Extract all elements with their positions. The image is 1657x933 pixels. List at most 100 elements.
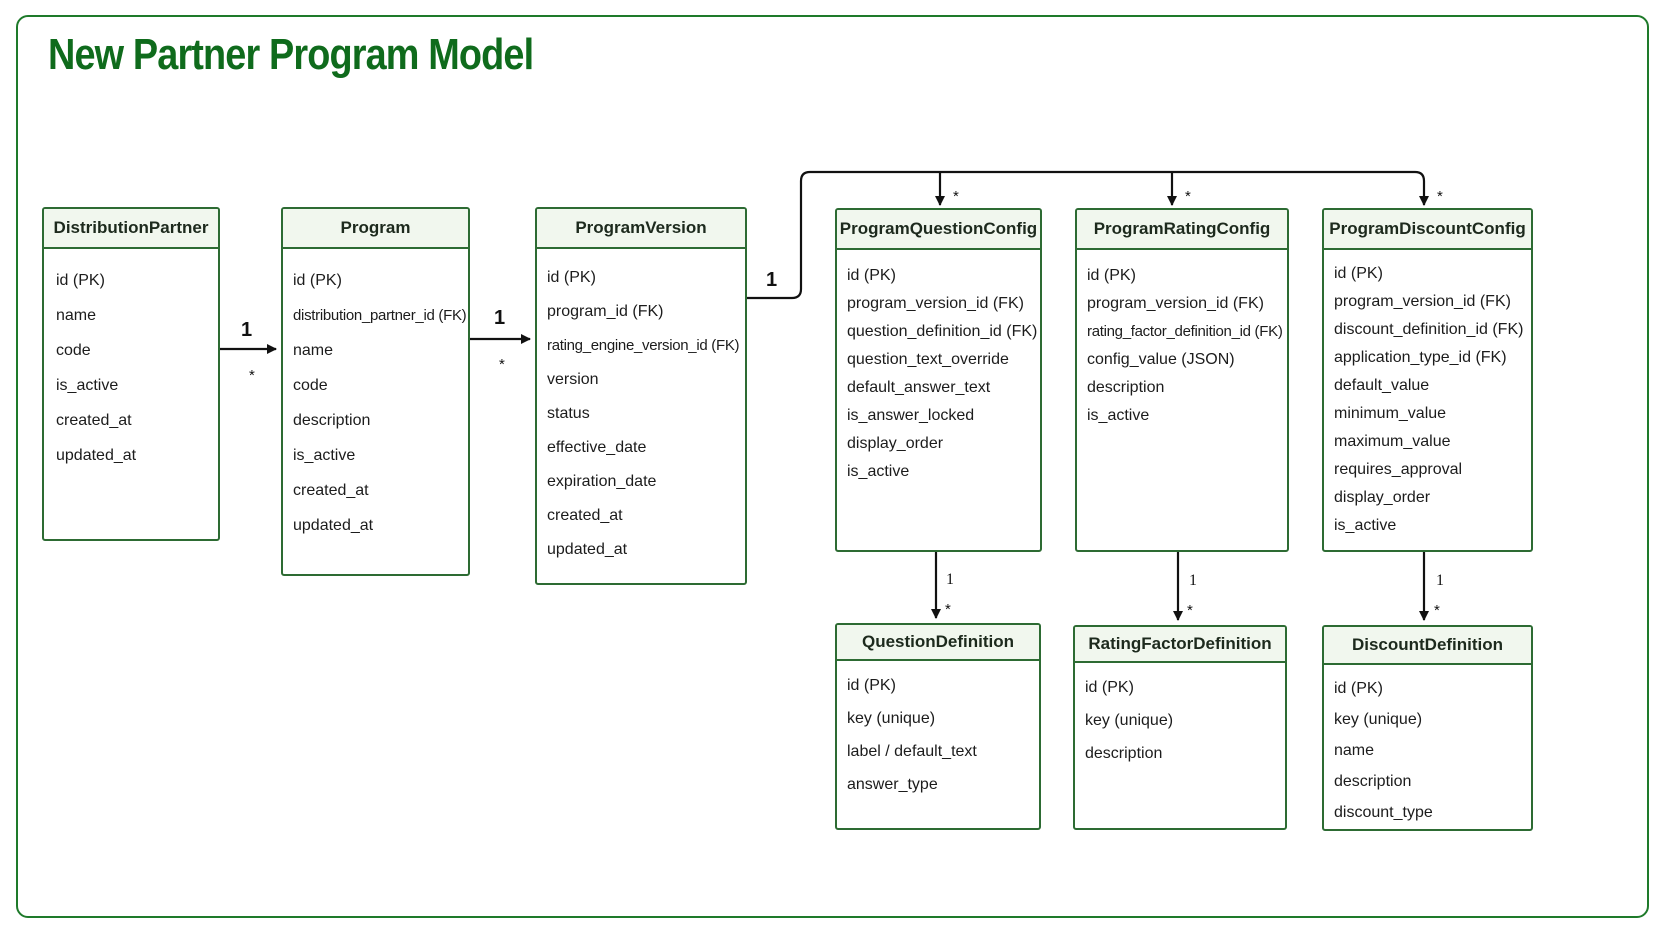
field: id (PK): [293, 272, 342, 289]
entity-name: DistributionPartner: [44, 209, 218, 249]
question-config-many-label: *: [953, 188, 959, 205]
discount-definition-many-label: *: [1434, 602, 1440, 619]
entity-program-version[interactable]: ProgramVersion id (PK) program_id (FK) r…: [535, 207, 747, 585]
field: rating_factor_definition_id (FK): [1087, 323, 1283, 340]
field: question_text_override: [847, 351, 1009, 368]
program-version-many-label: *: [499, 356, 505, 373]
field: description: [1087, 379, 1165, 396]
field-list: id (PK) key (unique) description: [1075, 671, 1285, 770]
field: id (PK): [56, 272, 105, 289]
field: default_value: [1334, 377, 1430, 394]
field: id (PK): [847, 267, 896, 284]
field: key (unique): [847, 710, 936, 727]
rating-definition-one-label: 1: [1189, 572, 1197, 589]
entity-program-question-config[interactable]: ProgramQuestionConfig id (PK) program_ve…: [835, 208, 1042, 552]
entity-question-definition[interactable]: QuestionDefinition id (PK) key (unique) …: [835, 623, 1041, 830]
field: rating_engine_version_id (FK): [547, 337, 740, 354]
field-list: id (PK) name code is_active created_at u…: [44, 263, 218, 473]
field: id (PK): [547, 269, 596, 286]
entity-program-rating-config[interactable]: ProgramRatingConfig id (PK) program_vers…: [1075, 208, 1289, 552]
field: question_definition_id (FK): [847, 323, 1038, 340]
field: key (unique): [1085, 712, 1174, 729]
entity-name: ProgramDiscountConfig: [1324, 210, 1531, 250]
field: id (PK): [1085, 679, 1134, 696]
entity-name: ProgramRatingConfig: [1077, 210, 1287, 250]
field: is_active: [1087, 407, 1150, 424]
field: expiration_date: [547, 473, 657, 490]
field: discount_type: [1334, 804, 1433, 821]
dp-program-many-label: *: [249, 367, 255, 384]
field-list: id (PK) program_version_id (FK) rating_f…: [1077, 262, 1287, 430]
field: id (PK): [847, 677, 896, 694]
entity-discount-definition[interactable]: DiscountDefinition id (PK) key (unique) …: [1322, 625, 1533, 831]
rating-config-many-label: *: [1185, 188, 1191, 205]
field-list: id (PK) distribution_partner_id (FK) nam…: [283, 263, 468, 543]
field: key (unique): [1334, 711, 1423, 728]
field: created_at: [547, 507, 623, 524]
field: updated_at: [56, 447, 137, 464]
entity-name: RatingFactorDefinition: [1075, 627, 1285, 663]
field: updated_at: [293, 517, 374, 534]
entity-name: Program: [283, 209, 468, 249]
field: description: [1085, 745, 1163, 762]
connector-version-configs: [747, 170, 1429, 300]
rating-definition-many-label: *: [1187, 602, 1193, 619]
field-list: id (PK) program_id (FK) rating_engine_ve…: [537, 261, 745, 567]
dp-program-one-label: 1: [241, 319, 252, 341]
field: answer_type: [847, 776, 938, 793]
field: description: [1334, 773, 1412, 790]
entity-distribution-partner[interactable]: DistributionPartner id (PK) name code is…: [42, 207, 220, 541]
field: is_active: [56, 377, 119, 394]
field: discount_definition_id (FK): [1334, 321, 1524, 338]
field: name: [1334, 742, 1375, 759]
field: distribution_partner_id (FK): [293, 307, 467, 324]
field: program_version_id (FK): [847, 295, 1024, 312]
entity-name: DiscountDefinition: [1324, 627, 1531, 665]
field: name: [293, 342, 334, 359]
field: maximum_value: [1334, 433, 1451, 450]
field: status: [547, 405, 590, 422]
field: is_answer_locked: [847, 407, 975, 424]
entity-name: ProgramVersion: [537, 209, 745, 249]
discount-config-many-label: *: [1437, 188, 1443, 205]
field: updated_at: [547, 541, 628, 558]
field: is_active: [293, 447, 356, 464]
field: name: [56, 307, 97, 324]
field-list: id (PK) key (unique) name description di…: [1324, 673, 1531, 828]
field: version: [547, 371, 599, 388]
question-definition-many-label: *: [945, 601, 951, 618]
field: id (PK): [1087, 267, 1136, 284]
diagram-frame: [16, 15, 1649, 918]
field: display_order: [847, 435, 944, 452]
field: is_active: [1334, 517, 1397, 534]
field: created_at: [56, 412, 132, 429]
version-configs-one-label: 1: [766, 269, 777, 291]
field-list: id (PK) key (unique) label / default_tex…: [837, 669, 1039, 801]
field: config_value (JSON): [1087, 351, 1235, 368]
program-version-one-label: 1: [494, 307, 505, 329]
field: label / default_text: [847, 743, 977, 760]
field: application_type_id (FK): [1334, 349, 1507, 366]
entity-name: ProgramQuestionConfig: [837, 210, 1040, 250]
field: description: [293, 412, 371, 429]
field: program_version_id (FK): [1334, 293, 1511, 310]
entity-name: QuestionDefinition: [837, 625, 1039, 661]
field: requires_approval: [1334, 461, 1463, 478]
field: default_answer_text: [847, 379, 991, 396]
field: created_at: [293, 482, 369, 499]
field: program_id (FK): [547, 303, 664, 320]
field: id (PK): [1334, 680, 1383, 697]
field: is_active: [847, 463, 910, 480]
entity-rating-factor-definition[interactable]: RatingFactorDefinition id (PK) key (uniq…: [1073, 625, 1287, 830]
field: code: [293, 377, 328, 394]
entity-program-discount-config[interactable]: ProgramDiscountConfig id (PK) program_ve…: [1322, 208, 1533, 552]
field: effective_date: [547, 439, 647, 456]
field: program_version_id (FK): [1087, 295, 1264, 312]
field: id (PK): [1334, 265, 1383, 282]
discount-definition-one-label: 1: [1436, 572, 1444, 589]
field-list: id (PK) program_version_id (FK) discount…: [1324, 260, 1531, 540]
field: code: [56, 342, 91, 359]
question-definition-one-label: 1: [946, 571, 954, 588]
entity-program[interactable]: Program id (PK) distribution_partner_id …: [281, 207, 470, 576]
